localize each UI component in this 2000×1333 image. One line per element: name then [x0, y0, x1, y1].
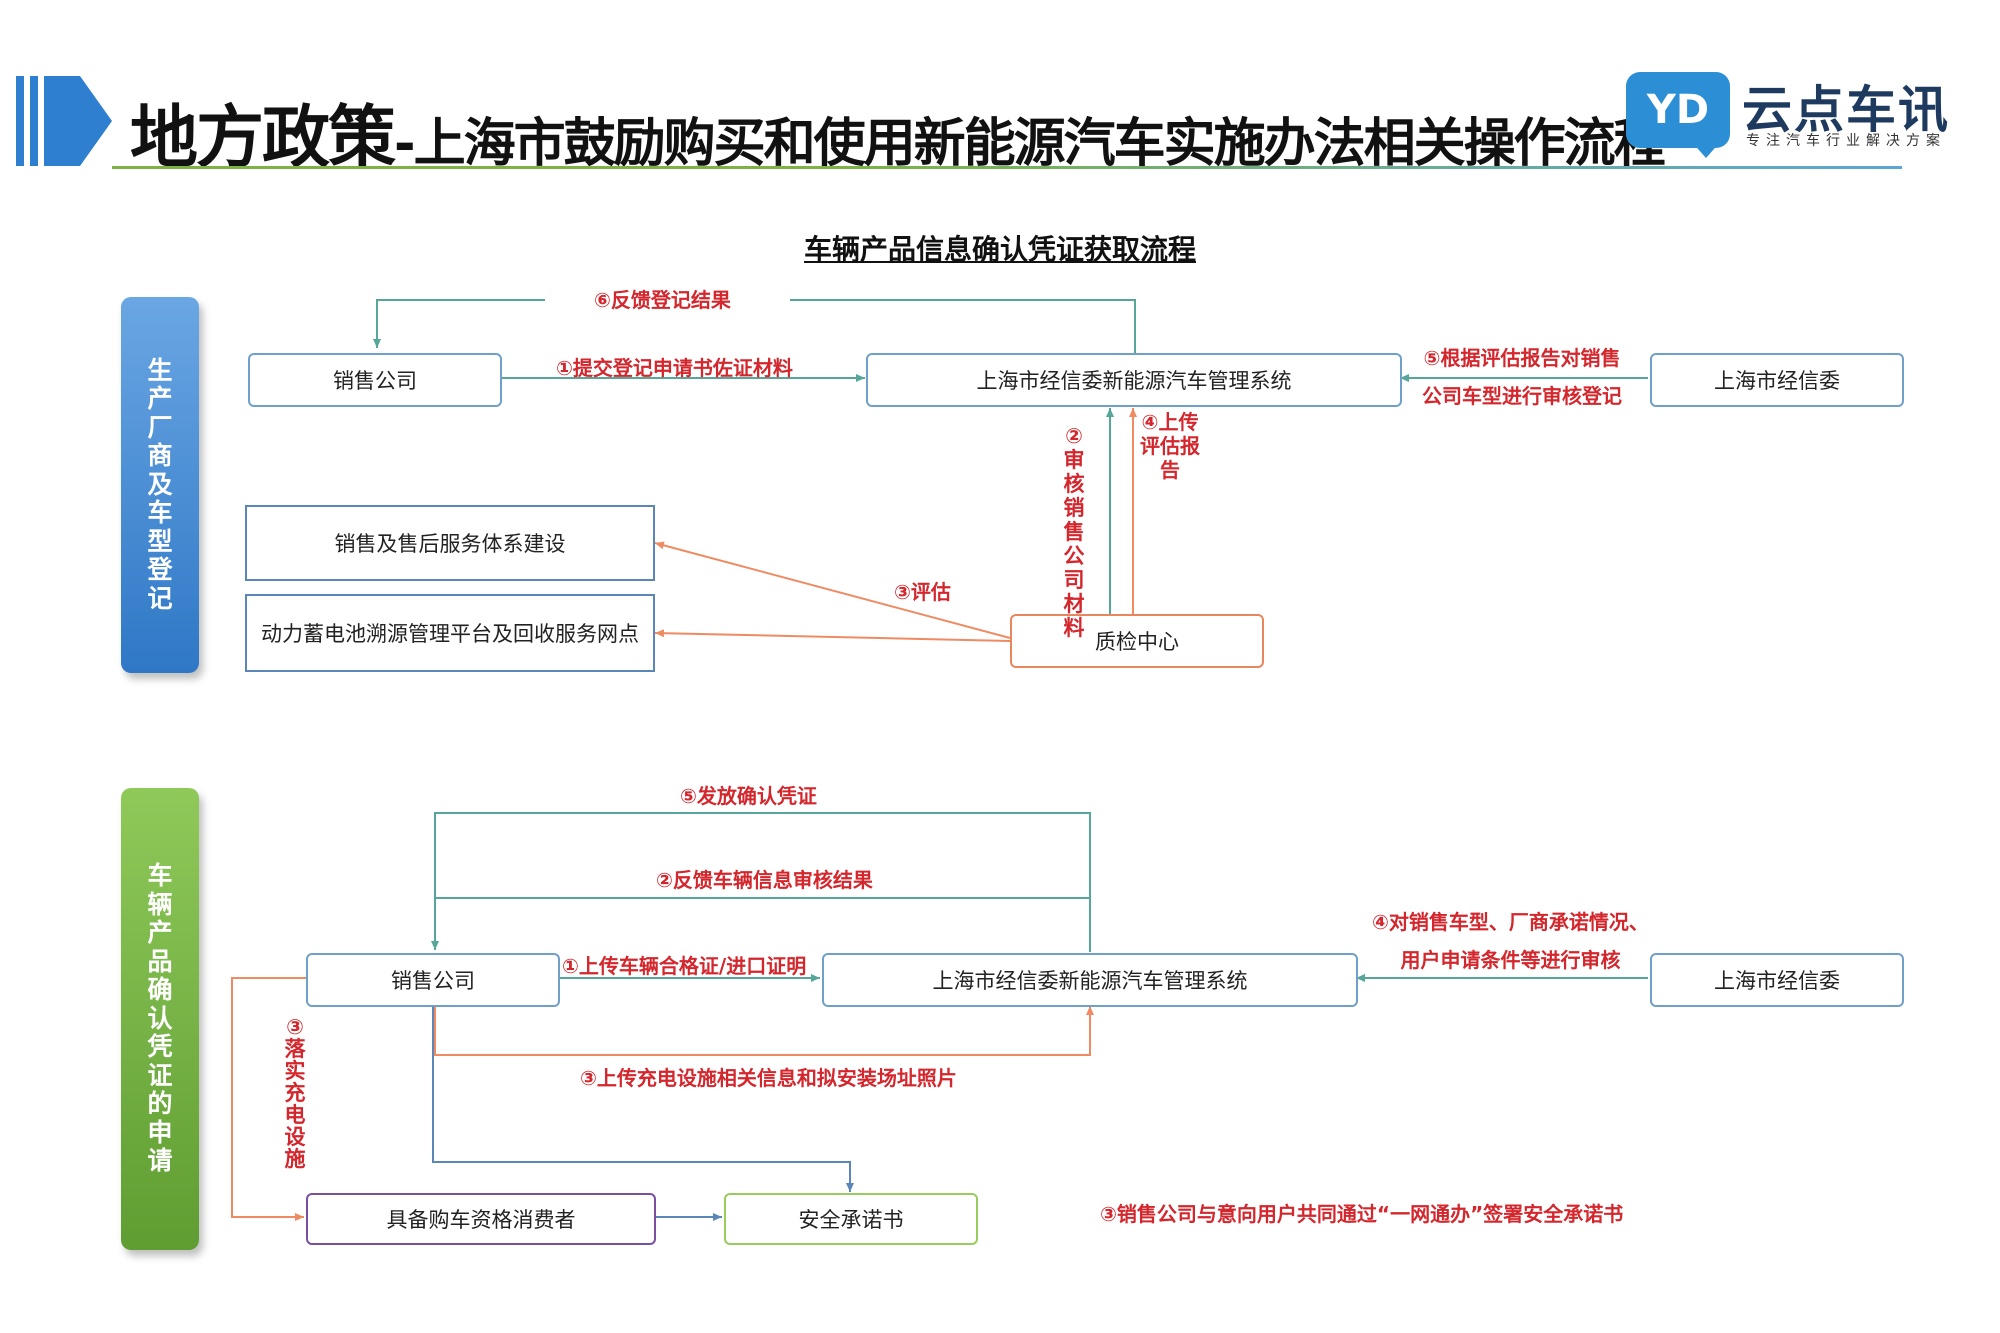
- node-label: 上海市经信委新能源汽车管理系统: [932, 969, 1248, 993]
- node-consumer: 具备购车资格消费者: [306, 1193, 656, 1245]
- node-label: 质检中心: [1095, 630, 1179, 654]
- step-line: ④对销售车型、厂商承诺情况、: [1372, 910, 1649, 934]
- header-deco-bar: [16, 76, 24, 166]
- logo-tail-icon: [1690, 140, 1722, 158]
- node-commission: 上海市经信委: [1650, 353, 1904, 407]
- title-main-text: 地方政策: [130, 99, 396, 178]
- diagram-title: 车辆产品信息确认凭证获取流程: [803, 233, 1196, 266]
- title-sub-text: -上海市鼓励购买和使用新能源汽车实施办法相关操作流程: [394, 114, 1666, 174]
- step-s2-upload-charging-label: ③上传充电设施相关信息和拟安装场址照片: [580, 1066, 957, 1090]
- logo-icon: YD: [1626, 72, 1730, 148]
- lane-label: 车辆产品确认凭证的申请: [147, 861, 173, 1176]
- lane-manufacturer-registration: 生产厂商及车型登记: [121, 297, 199, 673]
- node-label: 上海市经信委: [1714, 369, 1840, 393]
- title-underline: [112, 166, 1902, 169]
- node-label: 销售公司: [391, 969, 475, 993]
- lane-voucher-application: 车辆产品确认凭证的申请: [121, 788, 199, 1250]
- arrow-s2-implement-charging: [231, 977, 306, 1221]
- arrow-s2-to-letter: [432, 1004, 854, 1192]
- step-s1-feedback-label: ⑥反馈登记结果: [594, 288, 731, 312]
- node-battery-platform: 动力蓄电池溯源管理平台及回收服务网点: [245, 594, 655, 672]
- node-management-system: 上海市经信委新能源汽车管理系统: [866, 353, 1402, 407]
- step-s1-evaluate-label: ③评估: [894, 580, 951, 604]
- logo-mark: YD: [1646, 87, 1710, 133]
- node-label: 上海市经信委: [1714, 969, 1840, 993]
- step-s2-implement-charging-label: ③落实充电设施: [284, 1015, 306, 1171]
- node-label: 销售及售后服务体系建设: [334, 532, 566, 556]
- node-label: 销售公司: [333, 369, 417, 393]
- arrow-s1-evaluate-battery: [654, 629, 1011, 642]
- node-sales-company-2: 销售公司: [306, 953, 560, 1007]
- step-line: 公司车型进行审核登记: [1422, 384, 1622, 408]
- step-line: ⑤根据评估报告对销售: [1423, 346, 1621, 370]
- logo-slogan: 专注汽车行业解决方案: [1746, 133, 1946, 149]
- node-safety-letter: 安全承诺书: [724, 1193, 978, 1245]
- node-commission-2: 上海市经信委: [1650, 953, 1904, 1007]
- step-s1-review-label: ②审核销售公司材料: [1063, 424, 1085, 640]
- node-label: 具备购车资格消费者: [386, 1208, 576, 1232]
- step-s1-submit-label: ①提交登记申请书佐证材料: [556, 356, 793, 380]
- header-deco-bar: [30, 76, 38, 166]
- page-title: 地方政策-上海市鼓励购买和使用新能源汽车实施办法相关操作流程: [130, 82, 1666, 181]
- step-s1-approve-label: ⑤根据评估报告对销售 公司车型进行审核登记: [1422, 346, 1622, 408]
- step-s2-sign-letter-label: ③销售公司与意向用户共同通过“一网通办”签署安全承诺书: [1100, 1202, 1624, 1226]
- step-s2-upload-cert-label: ①上传车辆合格证/进口证明: [562, 954, 807, 978]
- node-service-system: 销售及售后服务体系建设: [245, 505, 655, 581]
- logo-name: 云点车讯: [1742, 81, 1950, 139]
- node-label: 上海市经信委新能源汽车管理系统: [976, 369, 1292, 393]
- step-line: 用户申请条件等进行审核: [1400, 948, 1621, 972]
- step-s2-review-label: ④对销售车型、厂商承诺情况、 用户申请条件等进行审核: [1372, 910, 1649, 972]
- step-s2-issue-voucher-label: ⑤发放确认凭证: [680, 784, 817, 808]
- node-label: 安全承诺书: [798, 1208, 904, 1232]
- node-sales-company: 销售公司: [248, 353, 502, 407]
- node-inspection-center: 质检中心: [1010, 614, 1264, 668]
- arrow-s1-evaluate-service: [654, 541, 1011, 639]
- arrow-s1-feedback-end: [373, 299, 545, 348]
- arrow-s2-issue-voucher: [431, 812, 1091, 952]
- step-s1-upload-report-label: ④上传评估报告: [1140, 410, 1200, 482]
- header-deco-block: [44, 76, 80, 166]
- arrow-s2-upload-charging: [434, 1004, 1094, 1056]
- arrow-s1-feedback: [790, 299, 1136, 355]
- node-label: 动力蓄电池溯源管理平台及回收服务网点: [261, 622, 639, 646]
- header-chevron-icon: [80, 76, 112, 166]
- lane-label: 生产厂商及车型登记: [147, 355, 173, 613]
- step-s2-feedback-label: ②反馈车辆信息审核结果: [656, 868, 873, 892]
- node-management-system-2: 上海市经信委新能源汽车管理系统: [822, 953, 1358, 1007]
